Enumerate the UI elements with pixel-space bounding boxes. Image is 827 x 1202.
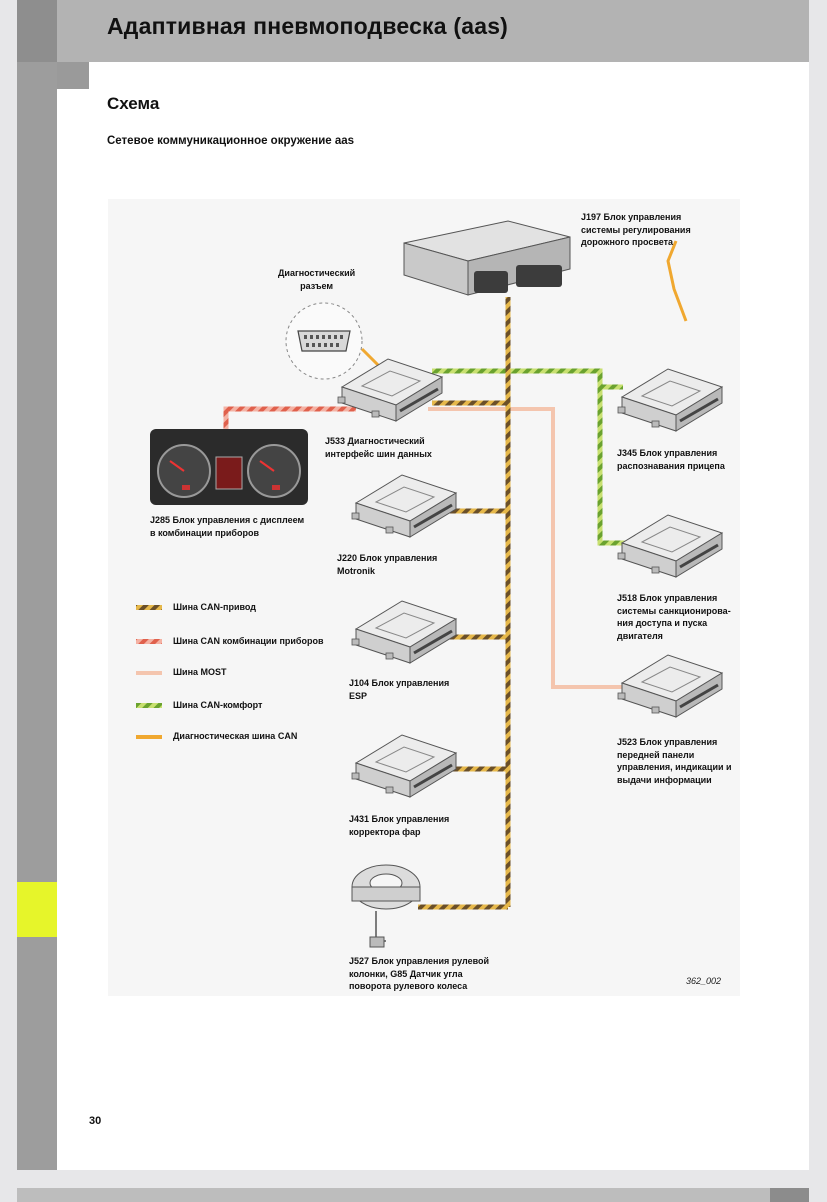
header-bar	[17, 0, 809, 62]
instrument-cluster	[150, 429, 308, 505]
section-title: Схема	[107, 94, 160, 113]
steering-column-module	[351, 864, 421, 948]
page-number: 30	[89, 1115, 102, 1127]
j523-control-unit	[616, 653, 724, 719]
header-corner-block	[17, 0, 57, 62]
diagram-graphics	[136, 220, 724, 948]
manual-page: Адаптивная пневмоподвеска (aas) Схема Се…	[17, 0, 809, 1170]
j104-control-unit	[350, 599, 458, 665]
j345-control-unit	[616, 367, 724, 433]
legend-most: Шина MOST	[173, 667, 227, 677]
legend-can-drive: Шина CAN-привод	[173, 602, 256, 612]
legend-diagnostic-can: Диагностическая шина CAN	[173, 731, 298, 741]
j533-control-unit	[336, 357, 444, 423]
legend-can-comfort: Шина CAN-комфорт	[173, 700, 263, 710]
j220-control-unit	[350, 473, 458, 539]
next-page-corner	[770, 1188, 809, 1202]
left-margin-strip	[17, 62, 57, 1170]
next-page-edge	[17, 1188, 809, 1202]
figure-subtitle: Сетевое коммуникационное окружение aas	[107, 135, 355, 147]
figure-code: 362_002	[686, 976, 722, 986]
diagnostic-connector	[285, 302, 363, 380]
j197-control-unit	[403, 220, 571, 296]
chapter-marker	[17, 882, 57, 937]
corner-square	[57, 62, 89, 89]
legend-can-instrument: Шина CAN комбинации приборов	[173, 636, 324, 646]
j518-control-unit	[616, 513, 724, 579]
page-title: Адаптивная пневмоподвеска (aas)	[107, 13, 509, 39]
j431-control-unit	[350, 733, 458, 799]
